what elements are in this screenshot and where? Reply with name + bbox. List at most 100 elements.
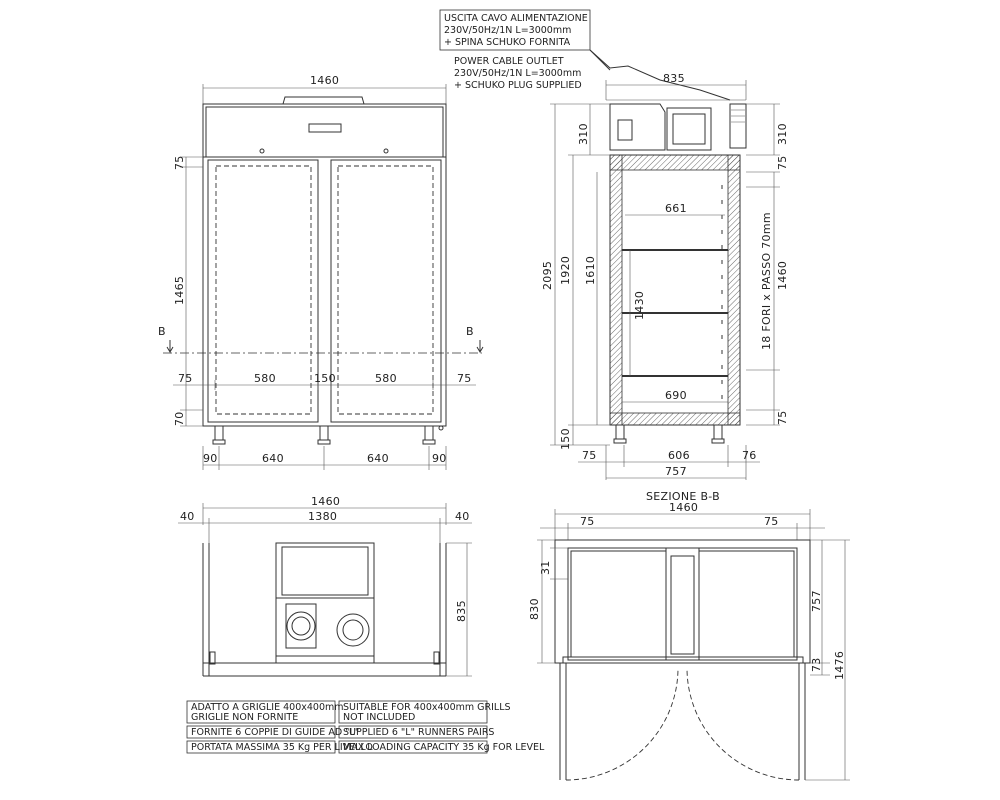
side-top-835: 835 [663, 72, 685, 85]
cable-note-it-line3: + SPINA SCHUKO FORNITA [444, 37, 571, 48]
top-handle [282, 96, 365, 105]
cable-note-it-line2: 230V/50Hz/1N L=3000mm [444, 25, 571, 36]
cable-note-en-line2: 230V/50Hz/1N L=3000mm [454, 68, 581, 79]
note-it-grills: ADATTO A GRIGLIE 400x400mm [191, 702, 344, 713]
section-width-1460: 1460 [669, 501, 698, 514]
note-it-runners: FORNITE 6 COPPIE DI GUIDE AD "L" [191, 727, 359, 738]
front-w-580-left: 580 [254, 372, 276, 385]
left-door [207, 159, 319, 423]
top-w-40-left: 40 [180, 510, 195, 523]
note-it-grills-2: GRIGLIE NON FORNITE [191, 712, 298, 723]
top-width-1460: 1460 [311, 495, 340, 508]
compressor-housing [609, 103, 666, 151]
front-h-70: 70 [173, 411, 186, 426]
front-w-150: 150 [314, 372, 336, 385]
control-box [729, 103, 747, 149]
notes-table: ADATTO A GRIGLIE 400x400mm GRIGLIE NON F… [186, 700, 545, 754]
section-center-mullion [665, 547, 700, 661]
side-b-76: 76 [742, 449, 757, 462]
right-door-glass [337, 165, 434, 415]
side-b-75: 75 [582, 449, 597, 462]
side-h-1920: 1920 [559, 256, 572, 285]
door-insulation [727, 154, 741, 426]
front-w-580-right: 580 [375, 372, 397, 385]
bottom-insulation [609, 412, 741, 426]
holes-label: 18 FORI x PASSO 70mm [760, 212, 773, 350]
section-h-31: 31 [539, 560, 552, 575]
foot-2 [319, 425, 329, 441]
control-panel [308, 123, 342, 133]
right-door-swing [686, 667, 800, 781]
side-w-690: 690 [665, 389, 687, 402]
top-condenser [275, 542, 375, 599]
side-b-757: 757 [665, 465, 687, 478]
rear-insulation [609, 154, 623, 426]
section-right-compartment [698, 550, 795, 658]
side-h-1430: 1430 [633, 291, 646, 320]
front-b-640-right: 640 [367, 452, 389, 465]
section-w-75-left: 75 [580, 515, 595, 528]
note-en-runners: SUPPLIED 6 "L" RUNNERS PAIRS [343, 727, 494, 738]
front-view: 1460 B B 75 1465 [158, 74, 484, 470]
side-cabinet-outline [609, 154, 741, 426]
note-en-grills: SUITABLE FOR 400x400mm GRILLS [343, 702, 511, 713]
note-it-load: PORTATA MASSIMA 35 Kg PER LIVELLO [191, 742, 373, 753]
section-title: SEZIONE B-B [646, 490, 720, 503]
side-h-75-right-bottom: 75 [776, 410, 789, 425]
cable-outlet-note: USCITA CAVO ALIMENTAZIONE 230V/50Hz/1N L… [439, 9, 731, 101]
side-h-310-right: 310 [776, 123, 789, 145]
side-w-661: 661 [665, 202, 687, 215]
top-h-835: 835 [455, 600, 468, 622]
section-h-757: 757 [810, 590, 823, 612]
condenser-unit [666, 107, 712, 151]
foot-3 [424, 425, 434, 441]
front-h-75: 75 [173, 155, 186, 170]
section-mark-right: B [466, 325, 474, 338]
top-insulation [609, 154, 741, 171]
front-h-1465: 1465 [173, 276, 186, 305]
side-foot-right [713, 424, 723, 440]
left-door-glass [215, 165, 312, 415]
cable-leader-arrow [589, 49, 611, 71]
right-door [330, 159, 442, 423]
section-left-compartment [570, 550, 667, 658]
note-en-load: MAX LOADING CAPACITY 35 Kg FOR LEVEL [343, 742, 545, 753]
section-w-75-right: 75 [764, 515, 779, 528]
side-h-75-right-top: 75 [776, 155, 789, 170]
side-h-150: 150 [559, 428, 572, 450]
side-foot-left [615, 424, 625, 440]
front-b-640-left: 640 [262, 452, 284, 465]
section-mark-left: B [158, 325, 166, 338]
front-width-label: 1460 [310, 74, 339, 87]
top-w-1380: 1380 [308, 510, 337, 523]
top-compressor [336, 613, 370, 647]
front-w-75-right: 75 [457, 372, 472, 385]
side-h-1460: 1460 [776, 261, 789, 290]
section-h-1476: 1476 [833, 651, 846, 680]
section-cabinet-outline [554, 539, 811, 664]
side-h-310-left: 310 [577, 123, 590, 145]
note-en-grills-2: NOT INCLUDED [343, 712, 415, 723]
cable-note-it-line1: USCITA CAVO ALIMENTAZIONE [444, 13, 588, 24]
top-fan-motor [285, 603, 317, 649]
foot-1 [214, 425, 224, 441]
top-compressor-bay [275, 597, 375, 657]
cable-note-en-line1: POWER CABLE OUTLET [454, 56, 564, 67]
top-w-40-right: 40 [455, 510, 470, 523]
section-view: SEZIONE B-B 1460 75 75 31 830 [528, 490, 850, 781]
front-b-90-left: 90 [203, 452, 218, 465]
top-view: 1460 40 1380 40 835 [178, 495, 472, 677]
side-h-2095: 2095 [541, 261, 554, 290]
front-b-90-right: 90 [432, 452, 447, 465]
side-h-1610: 1610 [584, 256, 597, 285]
left-door-swing [565, 667, 679, 781]
side-view: 835 310 2095 [541, 72, 789, 480]
section-h-73: 73 [810, 657, 823, 672]
cable-note-en-line3: + SCHUKO PLUG SUPPLIED [454, 80, 582, 91]
front-w-75-left: 75 [178, 372, 193, 385]
side-b-606: 606 [668, 449, 690, 462]
cable-leader-line [589, 49, 731, 101]
section-h-830: 830 [528, 598, 541, 620]
cable-note-it-box [439, 9, 591, 51]
